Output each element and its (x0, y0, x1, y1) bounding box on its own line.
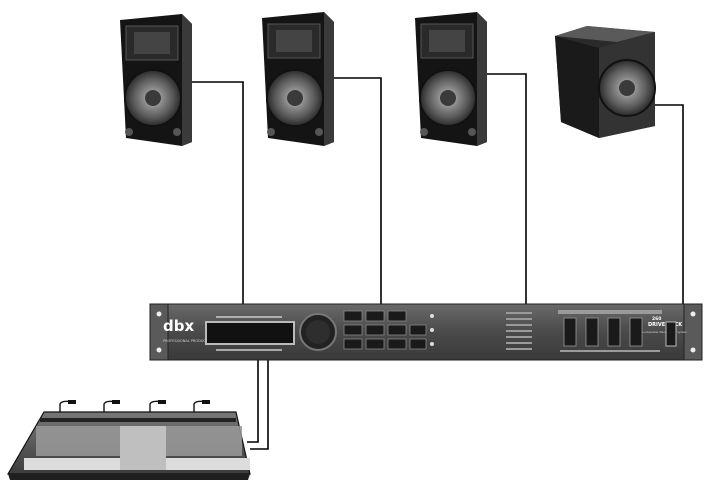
button[interactable] (343, 324, 363, 336)
button[interactable] (365, 324, 385, 336)
button[interactable] (409, 324, 427, 336)
button[interactable] (343, 338, 363, 350)
button[interactable] (365, 310, 385, 322)
speaker-1 (120, 14, 192, 146)
brand-logo: dbx (163, 317, 194, 335)
button[interactable] (387, 310, 407, 322)
button[interactable] (343, 310, 363, 322)
cable-speaker-1 (192, 81, 244, 305)
rack-processor: dbx PROFESSIONAL PRODUCTS (149, 303, 703, 361)
cable-subwoofer (655, 104, 684, 318)
input-meters (506, 312, 532, 350)
model-subtitle: Loudspeaker Management System (642, 330, 687, 334)
gooseneck-lamps (59, 400, 207, 412)
channel-strips (24, 418, 250, 470)
cable-speaker-3 (485, 73, 527, 305)
lcd-display (205, 321, 295, 345)
cable-mixer-right (250, 360, 269, 450)
brand-subtitle: PROFESSIONAL PRODUCTS (163, 339, 211, 343)
button-grid (343, 310, 427, 350)
output-meters (558, 310, 662, 352)
button[interactable] (387, 338, 407, 350)
cable-speaker-2 (332, 77, 382, 305)
speaker-3 (415, 12, 487, 146)
subwoofer (555, 26, 656, 138)
button[interactable] (365, 338, 385, 350)
button[interactable] (387, 324, 407, 336)
mixing-console (6, 400, 251, 480)
model-number: 260 (652, 316, 661, 322)
power-switch[interactable] (665, 321, 677, 347)
speaker-2 (262, 12, 334, 146)
button[interactable] (409, 338, 427, 350)
cable-mixer-left (247, 360, 259, 443)
cable-group (192, 73, 684, 450)
